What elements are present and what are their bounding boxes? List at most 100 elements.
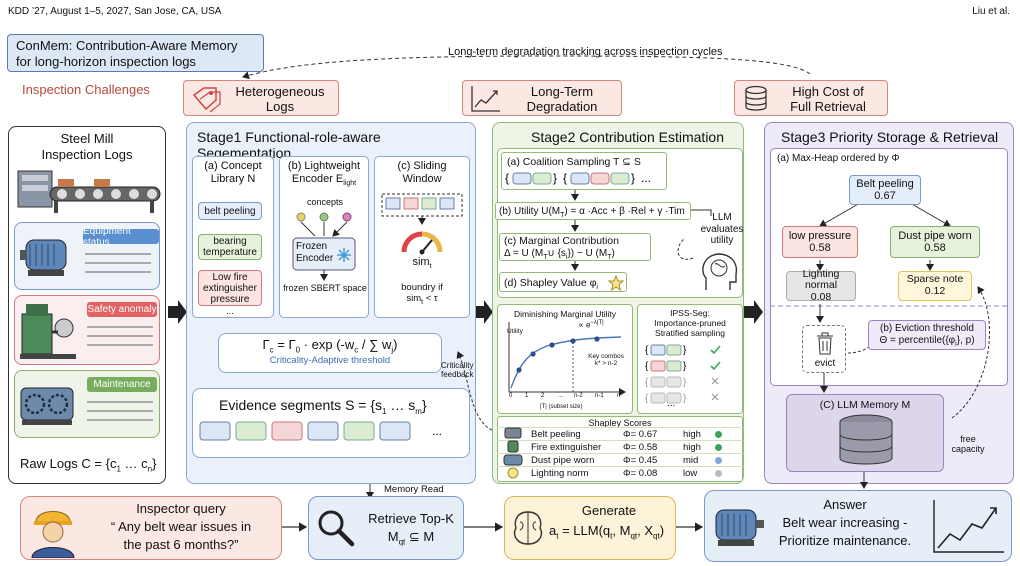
figure-title-line2: for long-horizon inspection logs	[16, 53, 196, 69]
frozen-encoder-2: Encoder	[296, 252, 334, 264]
score-level-dot	[715, 444, 722, 451]
dmu-xlabel: |T| (subset size)	[540, 404, 583, 410]
generate-formula: at = LLM(qt, Mqt, Xqt)	[549, 523, 664, 541]
shapley-scores-title: Shapley Scores	[588, 418, 652, 428]
concept-ellipsis: ...	[226, 306, 234, 316]
memory-database-icon	[839, 414, 893, 465]
sim-sub: t	[429, 263, 432, 271]
memory-read-label: Memory Read	[384, 484, 444, 495]
encoder-title2-text: Encoder E	[291, 172, 344, 185]
arrow-stage1-to-stage2	[474, 300, 493, 324]
evidence-text: Evidence segments S = {s	[219, 397, 383, 413]
crit-line1: Criticality	[441, 361, 474, 370]
long-term-arc	[242, 55, 811, 80]
eviction-line2: Θ = percentile({φi}, p)	[869, 335, 985, 349]
score-phi: Φ= 0.45	[623, 455, 658, 466]
score-level-dot	[715, 431, 722, 438]
llm-2: evaluates	[700, 223, 744, 235]
raw-logs-sub1: 1	[116, 464, 121, 474]
gf-5: )	[659, 523, 665, 538]
retrieve-line2: Mqt ⊆ M	[359, 529, 463, 547]
eviction-threshold-box: (b) Eviction threshold Θ = percentile({φ…	[868, 320, 986, 350]
mc-sub2: i	[565, 254, 568, 262]
tick-4: n-2	[574, 393, 583, 399]
concept-bearing-temperature: bearing temperature	[198, 234, 262, 260]
arrow-left-to-stage1	[168, 300, 187, 324]
challenge-1-line1: Heterogeneous	[235, 84, 325, 99]
answer-title: Answer	[823, 497, 867, 512]
evidence-end: }	[421, 397, 427, 413]
shapley-value-label: (d) Shapley Value φi	[504, 277, 598, 291]
score-name: Fire extinguisher	[531, 442, 602, 453]
challenge-3-line1: High Cost of	[792, 84, 864, 99]
challenge-high-cost: High Cost of Full Retrieval	[734, 80, 888, 116]
tick-6: n	[617, 393, 621, 399]
sv-sub: i	[596, 284, 598, 292]
ipss-3: Stratified sampling	[655, 327, 725, 338]
raw-logs-end: }	[152, 456, 157, 471]
challenges-label: Inspection Challenges	[22, 82, 150, 97]
w-sub-j: j	[391, 345, 394, 355]
svg-text:{: {	[645, 393, 649, 404]
llm-memory-label: (C) LLM Memory M	[819, 399, 911, 411]
eq-gamma0: = Γ	[273, 337, 296, 352]
key-1: Key combos	[588, 353, 624, 360]
max-heap-label: (a) Max-Heap ordered by Φ	[777, 153, 900, 164]
svg-text:}: }	[683, 345, 687, 356]
svg-text:...: ...	[641, 171, 651, 185]
challenge-3-line2: Full Retrieval	[790, 99, 866, 114]
svg-text:{: {	[505, 171, 509, 185]
gearbox-icon	[20, 387, 74, 425]
inspector-avatar-icon	[31, 511, 75, 558]
search-icon	[318, 510, 355, 547]
left-title-2: Inspection Logs	[41, 146, 133, 162]
gf-sub-t2: t	[610, 531, 613, 541]
boundary-line2: simt < τ	[374, 293, 470, 307]
svg-text:{: {	[645, 345, 649, 356]
marginal-contribution-box: (c) Marginal Contribution Δ = U (MT∪ {si…	[499, 233, 651, 261]
raw-logs-mid: … c	[120, 456, 148, 471]
left-title-1: Steel Mill	[60, 131, 114, 146]
rising-trend-icon	[933, 500, 1004, 553]
score-phi: Φ= 0.08	[623, 468, 658, 479]
utility-text: (b) Utility U(M	[499, 206, 561, 217]
mc-sub: T	[543, 254, 548, 262]
raw-logs-sub2: n	[147, 464, 153, 474]
svg-text:}: }	[553, 171, 557, 185]
tick-3: ...	[558, 393, 564, 399]
generate-box: Generate at = LLM(qt, Mqt, Xqt)	[504, 496, 676, 560]
answer-line2: Prioritize maintenance.	[778, 533, 912, 548]
dmu-chart	[508, 322, 626, 396]
boundary-sim: sim	[406, 293, 422, 305]
brain-icon	[513, 511, 543, 545]
ev-sub: i	[955, 340, 957, 348]
arrow-stage2-to-stage3	[744, 300, 763, 324]
dmu-decay: ∝ e−λ|T|	[578, 320, 604, 330]
marginal-line2: Δ = U (MT∪ {si}) − U (MT)	[504, 248, 646, 262]
criticality-threshold-box: Γc = Γ0 · exp (-wc / ∑ wj) Criticality-A…	[218, 333, 442, 373]
node2-name: Dust pipe worn	[898, 229, 972, 242]
svg-text:}: }	[683, 361, 687, 372]
score-name: Belt peeling	[531, 429, 581, 440]
mc-end: }) − U (M	[567, 248, 608, 260]
evidence-mid: … s	[386, 397, 416, 413]
node2-value: 0.58	[924, 242, 946, 254]
frozen-encoder-1: Frozen	[296, 241, 328, 252]
eq-close: )	[393, 337, 398, 352]
score-phi: Φ= 0.67	[623, 429, 658, 440]
log-card-equipment: Equipment status	[14, 222, 160, 290]
ev-end: }, p)	[956, 334, 975, 346]
raw-logs-text: Raw Logs C = {c	[20, 456, 117, 471]
challenge-long-term: Long-Term Degradation	[462, 80, 622, 116]
gamma-sub-0: 0	[295, 345, 301, 355]
gf-sub-qt2: qt	[653, 531, 660, 541]
boundary-sim-sub: t	[421, 299, 424, 307]
evidence-sub2: m	[415, 406, 422, 416]
star-icon	[608, 275, 624, 291]
